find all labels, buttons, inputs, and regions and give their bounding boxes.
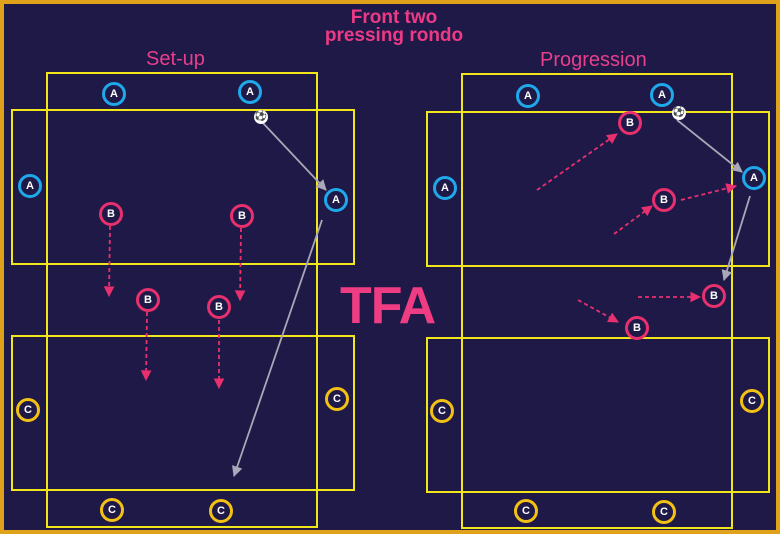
- soccer-ball-icon: ⚽: [672, 106, 686, 120]
- left-pitch: [11, 72, 355, 528]
- left-move-1: [103, 225, 115, 298]
- right-move-2: [613, 205, 653, 235]
- right-pitch: [426, 73, 770, 529]
- left-player-c-3: C: [100, 498, 124, 522]
- left-bottom-side-zone-r: [316, 335, 355, 491]
- right-top-side-zone-l: [426, 111, 463, 267]
- left-pass-line-2: [232, 219, 323, 478]
- right-move-5: [577, 299, 619, 323]
- right-bottom-side-zone-r: [731, 337, 770, 493]
- left-player-b-2: B: [230, 204, 254, 228]
- right-middle-zone: [461, 265, 733, 339]
- right-pass-line-1: [676, 119, 743, 173]
- diagram-frame: Front two pressing rondo Set-up Progress…: [4, 4, 776, 530]
- left-bottom-end-zone: [46, 489, 318, 528]
- right-player-b-4: B: [625, 316, 649, 340]
- right-bottom-box: [426, 337, 770, 493]
- right-player-c-3: C: [514, 499, 538, 523]
- left-player-b-4: B: [207, 295, 231, 319]
- right-player-a-1: A: [516, 84, 540, 108]
- left-pass-line-1: [261, 121, 327, 191]
- panel-title-progression: Progression: [540, 49, 647, 71]
- panel-title-setup: Set-up: [146, 48, 205, 70]
- left-player-a-1: A: [102, 82, 126, 106]
- left-bottom-box: [11, 335, 355, 491]
- left-player-a-2: A: [238, 80, 262, 104]
- right-player-c-1: C: [430, 399, 454, 423]
- left-player-b-1: B: [99, 202, 123, 226]
- right-player-b-3: B: [702, 284, 726, 308]
- right-top-end-zone: [461, 73, 733, 113]
- right-bottom-side-zone-l: [426, 337, 463, 493]
- right-top-box: [426, 111, 770, 267]
- left-player-c-2: C: [325, 387, 349, 411]
- left-move-3: [140, 311, 152, 382]
- right-player-a-2: A: [650, 83, 674, 107]
- right-player-c-2: C: [740, 389, 764, 413]
- right-player-a-3: A: [433, 176, 457, 200]
- left-top-side-zone-l: [11, 109, 48, 265]
- right-bottom-end-zone: [461, 491, 733, 529]
- right-player-b-2: B: [652, 188, 676, 212]
- left-bottom-side-zone-l: [11, 335, 48, 491]
- left-player-c-4: C: [209, 499, 233, 523]
- right-player-a-4: A: [742, 166, 766, 190]
- right-pass-line-2: [721, 195, 751, 282]
- right-player-b-1: B: [618, 111, 642, 135]
- soccer-ball-icon: ⚽: [254, 110, 268, 124]
- left-top-end-zone: [46, 72, 318, 111]
- left-player-c-1: C: [16, 398, 40, 422]
- left-player-a-3: A: [18, 174, 42, 198]
- pitch-board: [11, 72, 770, 529]
- right-player-c-4: C: [652, 500, 676, 524]
- left-middle-zone: [46, 263, 318, 337]
- left-player-a-4: A: [324, 188, 348, 212]
- left-move-2: [234, 227, 246, 302]
- right-move-3: [680, 183, 738, 201]
- tfa-logo: TFA: [340, 277, 436, 335]
- left-top-box: [11, 109, 355, 265]
- left-player-b-3: B: [136, 288, 160, 312]
- diagram-title-line-1: Front two: [350, 7, 438, 28]
- right-move-1: [536, 133, 618, 191]
- diagram-title-line-2: pressing rondo: [324, 25, 464, 46]
